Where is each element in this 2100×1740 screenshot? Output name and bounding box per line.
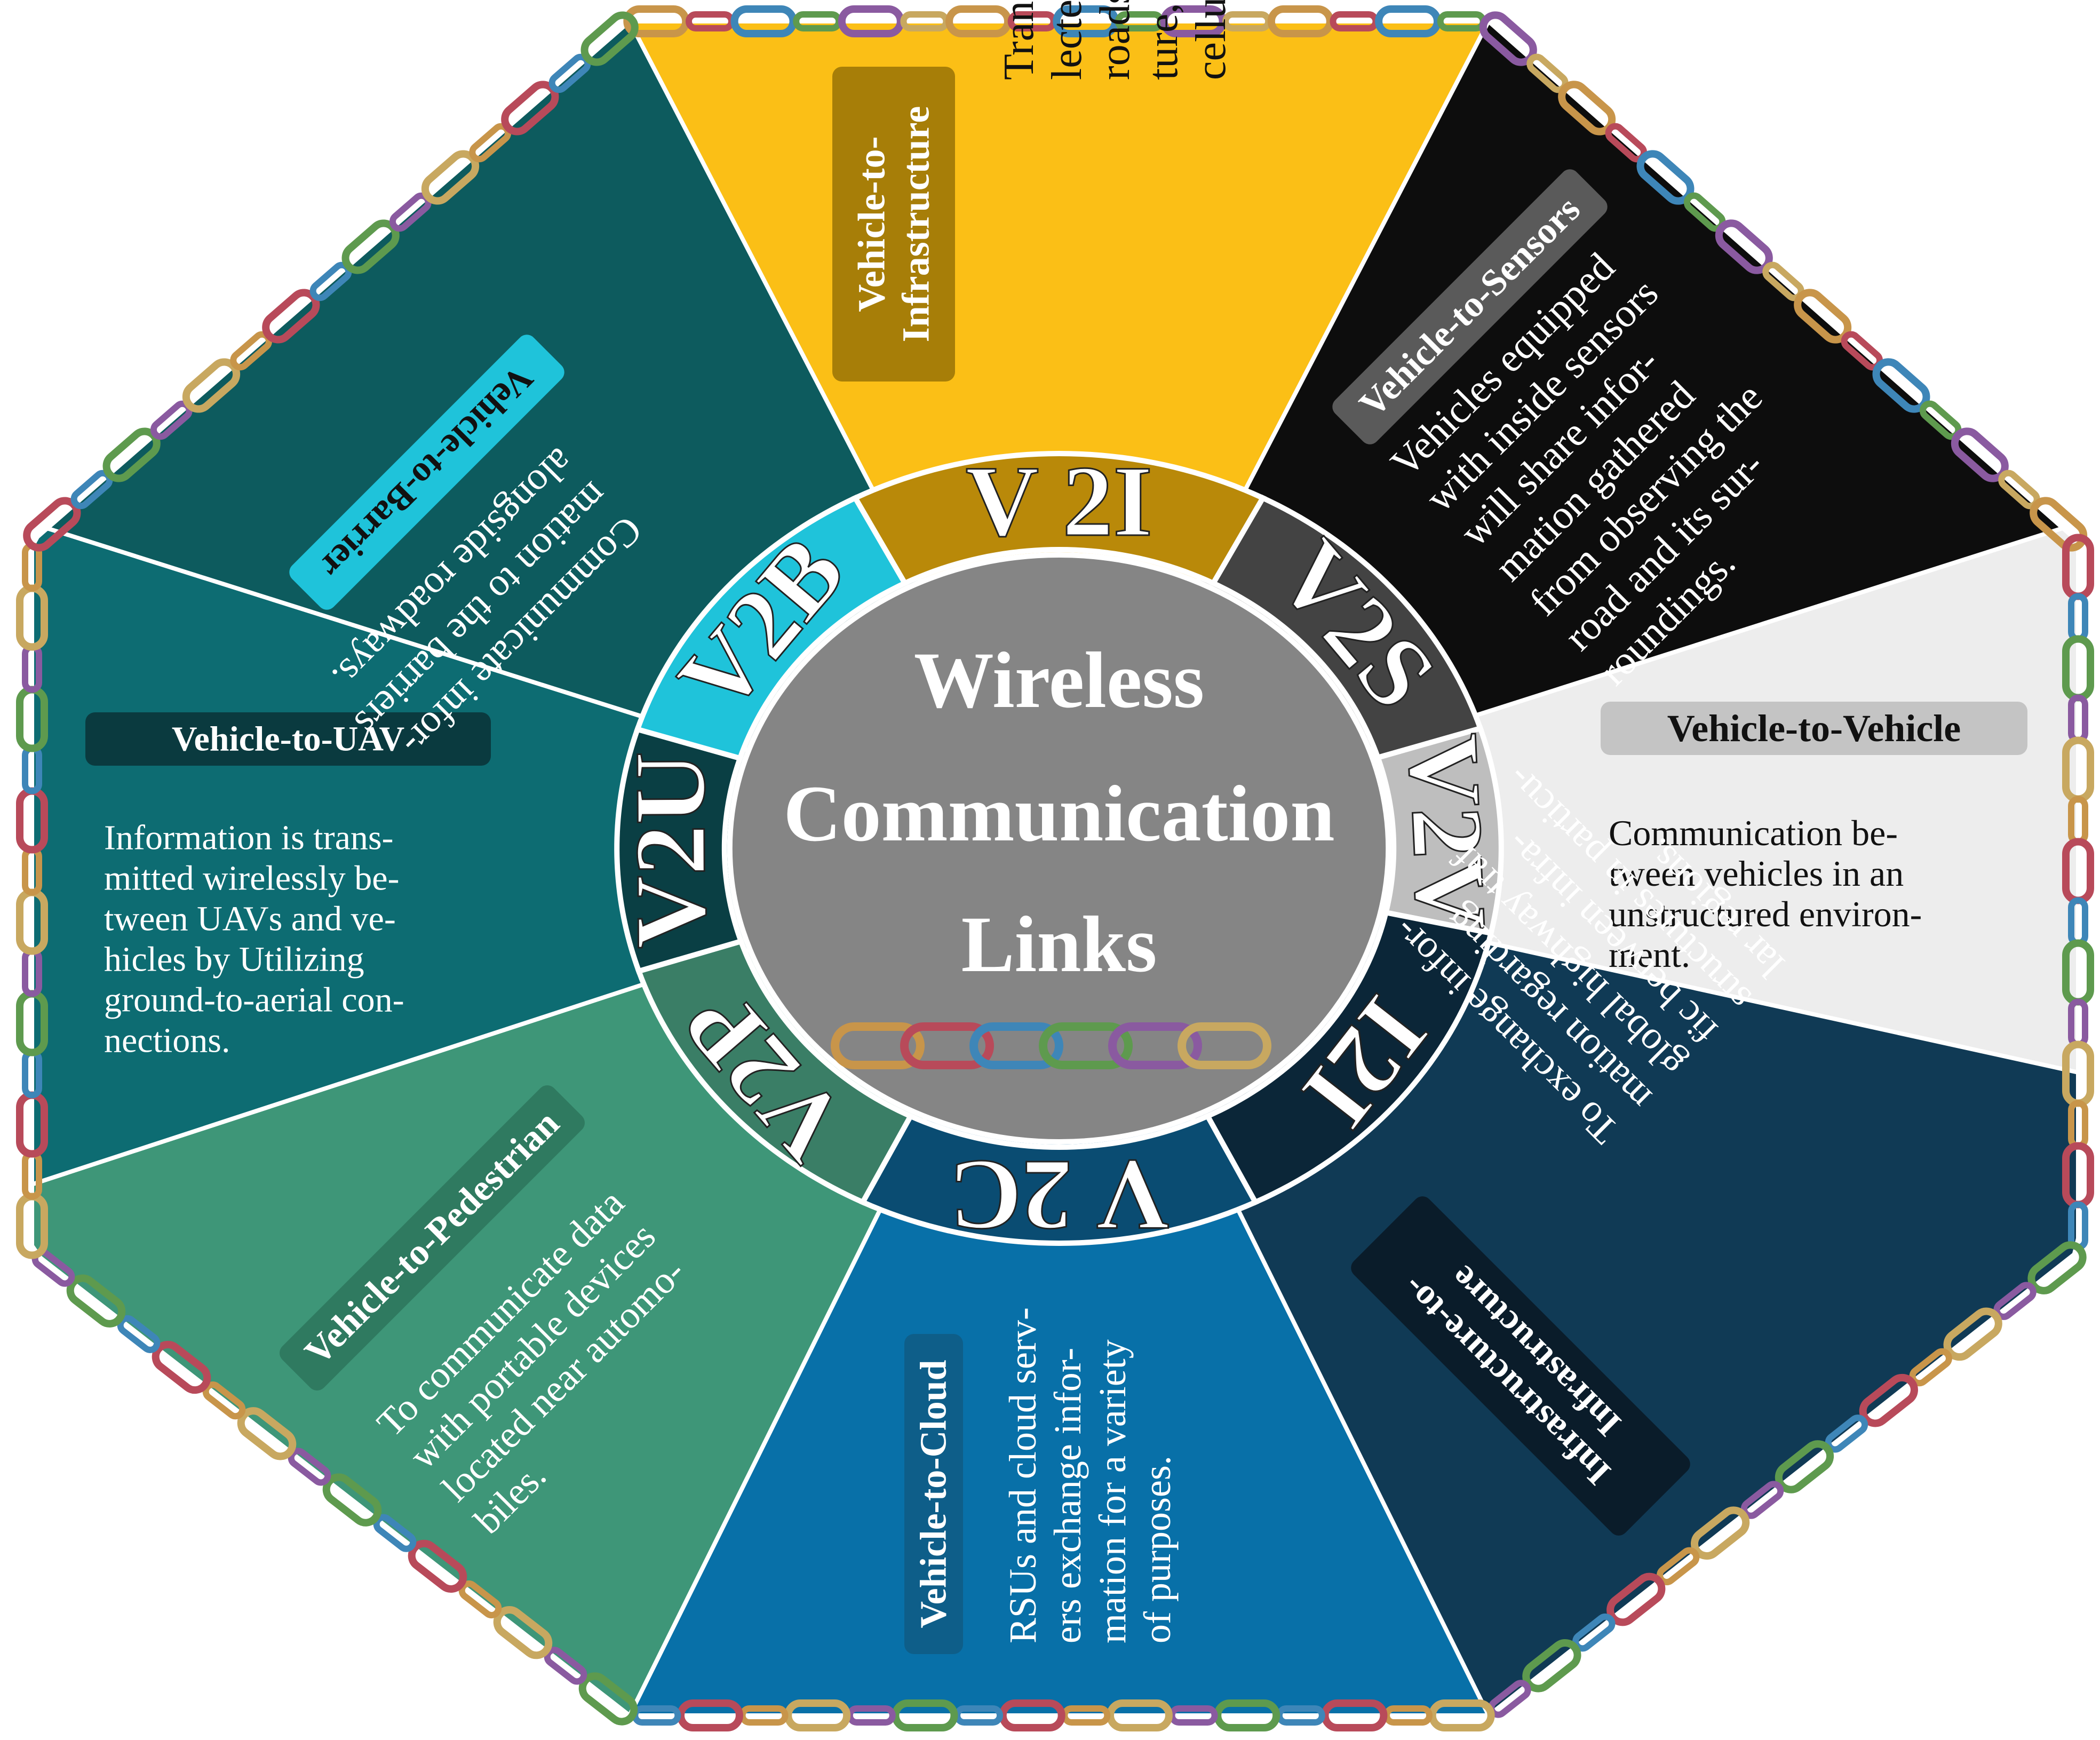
title-v2v: Vehicle-to-Vehicle <box>1667 707 1961 750</box>
body-v2u: nections. <box>104 1021 230 1060</box>
chain-link <box>152 1340 211 1394</box>
chain-link <box>580 11 639 66</box>
label-group-v2u: Vehicle-to-UAV Information is trans-mitte… <box>85 712 491 1060</box>
center-title-line: Wireless <box>914 636 1204 725</box>
abbr-v2c: V 2C <box>949 1139 1170 1251</box>
chain-icon <box>831 1022 925 1069</box>
abbr-v2i: V 2I <box>966 446 1152 558</box>
title-v2i: Vehicle-to- <box>850 136 893 312</box>
title-box-i2i <box>1351 1196 1690 1536</box>
abbr-v2u: V2U <box>614 751 727 949</box>
body-v2v: tween vehicles in an <box>1609 853 1904 894</box>
chain-link <box>493 1606 553 1659</box>
title-box-v2s <box>1332 169 1608 444</box>
chain-icon <box>900 1022 994 1069</box>
chain-link <box>578 1672 638 1726</box>
body-v2c: mation for a variety <box>1091 1339 1134 1643</box>
ring-segment-v2b <box>634 494 909 762</box>
title-box-v2v <box>1601 702 2027 755</box>
body-v2v: Communication be- <box>1609 813 1898 853</box>
body-v2u: tween UAVs and ve- <box>104 899 396 938</box>
label-group-v2c: Vehicle-to-Cloud RSUs and cloud serv-ers … <box>904 1307 1179 1654</box>
chain-icon <box>1039 1022 1133 1069</box>
chain-link <box>408 1539 467 1593</box>
chain-link <box>66 1274 126 1328</box>
body-v2i: lected by sensors to <box>1044 0 1091 80</box>
title-box-v2b <box>289 335 564 610</box>
center-circle <box>727 552 1391 1145</box>
chain-icon <box>1178 1022 1271 1069</box>
chain-icon <box>969 1022 1063 1069</box>
body-v2i: cellular base stations <box>1188 0 1235 80</box>
body-v2i: roadside infrastruc- <box>1092 0 1139 80</box>
body-v2u: Information is trans- <box>104 818 394 857</box>
title-box-v2u <box>85 712 491 766</box>
center-title-line: Links <box>961 900 1157 989</box>
body-v2c: ers exchange infor- <box>1046 1348 1089 1643</box>
chain-icon <box>1108 1022 1202 1069</box>
chain-link <box>2030 497 2088 552</box>
body-v2c: RSUs and cloud serv- <box>1001 1307 1044 1643</box>
body-v2u: hicles by Utilizing <box>104 940 364 979</box>
title-v2i: Infrastructure <box>894 106 937 343</box>
body-v2i: ture, such RSUs or <box>1140 0 1187 80</box>
chain-link <box>322 1473 382 1527</box>
title-box-v2p <box>280 1085 585 1391</box>
title-v2u: Vehicle-to-UAV <box>172 720 404 759</box>
body-v2i: Transmit signals col- <box>996 0 1043 80</box>
title-box-v2i <box>832 67 955 382</box>
center-title-line: Communication <box>783 769 1334 858</box>
title-v2c: Vehicle-to-Cloud <box>913 1360 954 1628</box>
abbr-v2v: V2V <box>1387 732 1508 934</box>
body-v2u: mitted wirelessly be- <box>104 859 400 897</box>
body-v2c: of purposes. <box>1136 1456 1179 1643</box>
body-v2u: ground-to-aerial con- <box>104 980 404 1019</box>
body-v2v: ment. <box>1609 934 1690 975</box>
chain-border <box>16 5 2094 1731</box>
body-v2v: unstructured environ- <box>1609 894 1922 934</box>
title-box-v2c <box>904 1334 963 1654</box>
chain-link <box>237 1407 297 1460</box>
label-group-v2i: Vehicle-to-Infrastructure Transmit signal… <box>832 0 1235 382</box>
